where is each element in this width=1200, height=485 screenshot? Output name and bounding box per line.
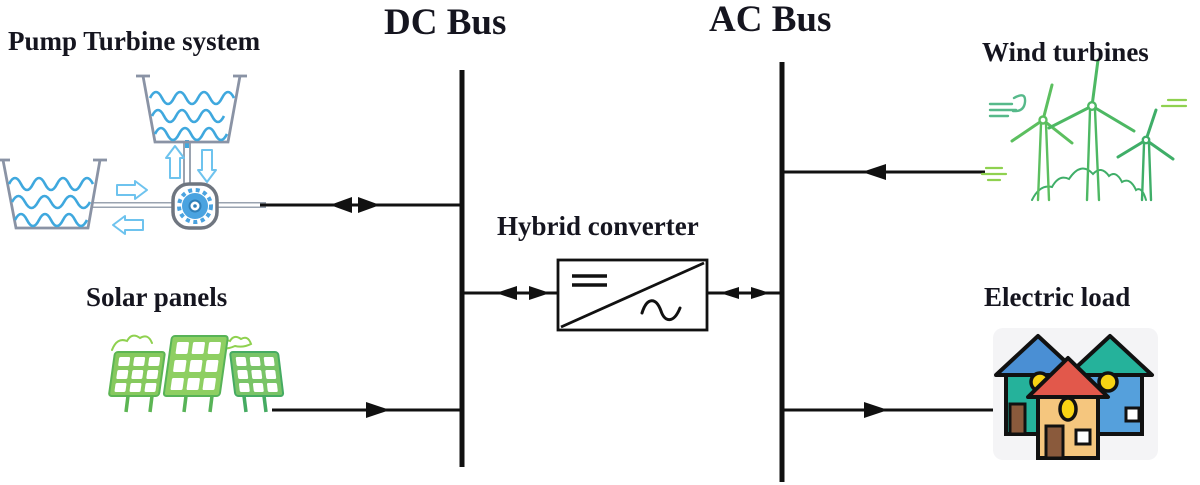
pump-icon — [171, 182, 219, 230]
cloud-icon — [111, 334, 153, 351]
arrowhead-right-icon — [864, 402, 888, 418]
arrowhead-left-icon — [330, 197, 352, 213]
wind-turbine — [1116, 108, 1175, 202]
solar-panels-label: Solar panels — [86, 282, 228, 312]
arrowhead-right-icon — [358, 197, 380, 213]
electric-load-icon — [993, 328, 1158, 460]
arrowhead-left-icon — [496, 286, 517, 300]
dc-bus-label: DC Bus — [384, 2, 507, 43]
solar-panels-icon — [98, 334, 285, 414]
hybrid-converter-label: Hybrid converter — [497, 211, 699, 241]
connection-converter-ac — [708, 287, 781, 299]
connection-solar-dc — [272, 402, 462, 418]
flow-right-arrow-icon — [116, 180, 148, 200]
pump-turbine-icon — [0, 74, 247, 235]
wind-swoosh-icon — [988, 94, 1027, 118]
flow-up-arrow-icon — [165, 145, 185, 179]
arrowhead-left-icon — [720, 287, 739, 299]
electric-load-label: Electric load — [984, 282, 1131, 312]
wind-turbines-icon — [980, 58, 1190, 202]
hybrid-converter-icon — [556, 258, 709, 332]
arrowhead-left-icon — [862, 164, 886, 180]
wind-turbine — [1010, 83, 1074, 202]
connection-wind-ac — [783, 164, 985, 180]
hills-icon — [1031, 167, 1147, 201]
connection-pump-dc — [216, 197, 462, 213]
speed-lines-icon — [980, 166, 1008, 182]
wind-turbine — [1047, 58, 1136, 202]
flow-left-arrow-icon — [112, 215, 144, 235]
cloud-icon — [217, 335, 253, 350]
ac-bus-label: AC Bus — [709, 0, 832, 40]
connection-ac-load — [783, 402, 993, 418]
solar-panel — [108, 351, 166, 397]
speed-lines-icon — [1160, 98, 1188, 108]
arrowhead-right-icon — [751, 287, 770, 299]
upper-reservoir-icon — [136, 74, 247, 144]
ac-symbol-icon — [640, 299, 682, 322]
wind-turbines-label: Wind turbines — [982, 37, 1149, 67]
flow-down-arrow-icon — [197, 149, 217, 183]
arrowhead-right-icon — [529, 286, 550, 300]
solar-panel — [162, 335, 229, 397]
solar-panel — [229, 351, 285, 397]
connection-dc-converter — [463, 286, 557, 300]
house-center — [1026, 356, 1110, 460]
arrowhead-right-icon — [366, 402, 390, 418]
pump-turbine-label: Pump Turbine system — [8, 26, 261, 56]
lower-reservoir-icon — [0, 158, 107, 230]
